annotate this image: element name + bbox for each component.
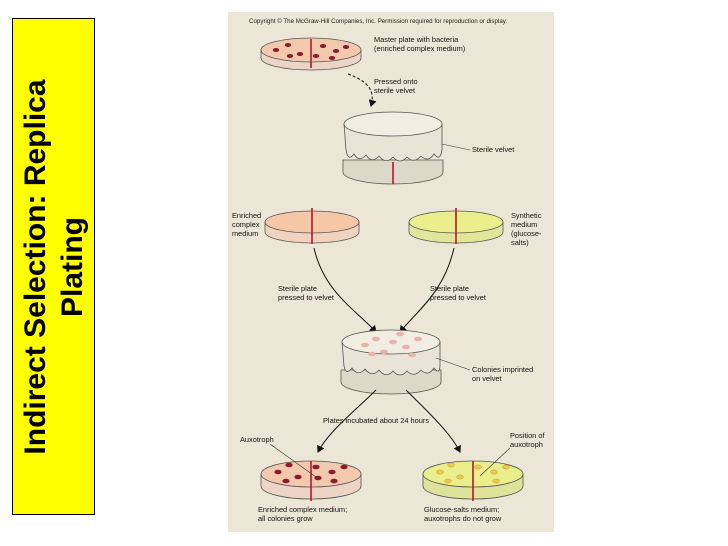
label-result-left-1: Enriched complex medium; [258, 505, 347, 514]
label-sterile-plate-left-2: pressed to velvet [278, 293, 334, 302]
imprinted-colonies [361, 331, 422, 358]
label-synthetic-2: medium [511, 220, 537, 229]
arrow-to-enriched-result [317, 389, 377, 453]
label-master-plate-1: Master plate with bacteria [374, 35, 459, 44]
imprinted-velvet [340, 329, 442, 395]
label-sterile-plate-right-1: Sterile plate [430, 284, 469, 293]
result-enriched-colonies [274, 462, 348, 484]
result-glucose-colonies [436, 462, 510, 484]
arrow-right-to-velvet [399, 247, 455, 333]
label-plates-incubated: Plates incubated about 24 hours [323, 416, 429, 425]
label-sterile-plate-left-1: Sterile plate [278, 284, 317, 293]
label-synthetic-4: salts) [511, 238, 529, 247]
sterile-velvet [342, 111, 444, 185]
result-plate-glucose [422, 460, 524, 501]
synthetic-medium-plate [408, 208, 504, 244]
label-synthetic-1: Synthetic [511, 211, 542, 220]
label-result-left-2: all colonies grow [258, 514, 313, 523]
label-position-auxotroph-2: auxotroph [510, 440, 543, 449]
result-plate-enriched [260, 460, 362, 501]
label-result-right-1: Glucose-salts medium; [424, 505, 499, 514]
slide-title-panel: Indirect Selection: Replica Plating [12, 18, 95, 515]
enriched-medium-plate [264, 208, 360, 244]
slide-title: Indirect Selection: Replica Plating [18, 78, 89, 455]
label-synthetic-3: (glucose- [511, 229, 542, 238]
master-plate [260, 37, 362, 71]
arrow-to-glucose-result [405, 389, 461, 453]
arrow-left-to-velvet [313, 247, 377, 333]
replica-plating-diagram: Copyright © The McGraw-Hill Companies, I… [232, 18, 545, 523]
label-auxotroph: Auxotroph [240, 435, 274, 444]
label-colonies-imprinted-1: Colonies imprinted [472, 365, 533, 374]
copyright-notice: Copyright © The McGraw-Hill Companies, I… [249, 18, 507, 25]
label-result-right-2: auxotrophs do not grow [424, 514, 502, 523]
label-enriched-1: Enriched [232, 211, 261, 220]
label-position-auxotroph-1: Position of [510, 431, 545, 440]
label-enriched-3: medium [232, 229, 258, 238]
label-sterile-plate-right-2: pressed to velvet [430, 293, 486, 302]
label-pressed-2: sterile velvet [374, 86, 415, 95]
label-pressed-1: Pressed onto [374, 77, 418, 86]
label-enriched-2: complex [232, 220, 260, 229]
master-plate-colonies [272, 43, 350, 60]
replica-plating-figure: Copyright © The McGraw-Hill Companies, I… [228, 12, 554, 532]
label-colonies-imprinted-2: on velvet [472, 374, 502, 383]
label-sterile-velvet: Sterile velvet [472, 145, 514, 154]
label-master-plate-2: (enriched complex medium) [374, 44, 465, 53]
pressed-arrow [347, 73, 377, 107]
